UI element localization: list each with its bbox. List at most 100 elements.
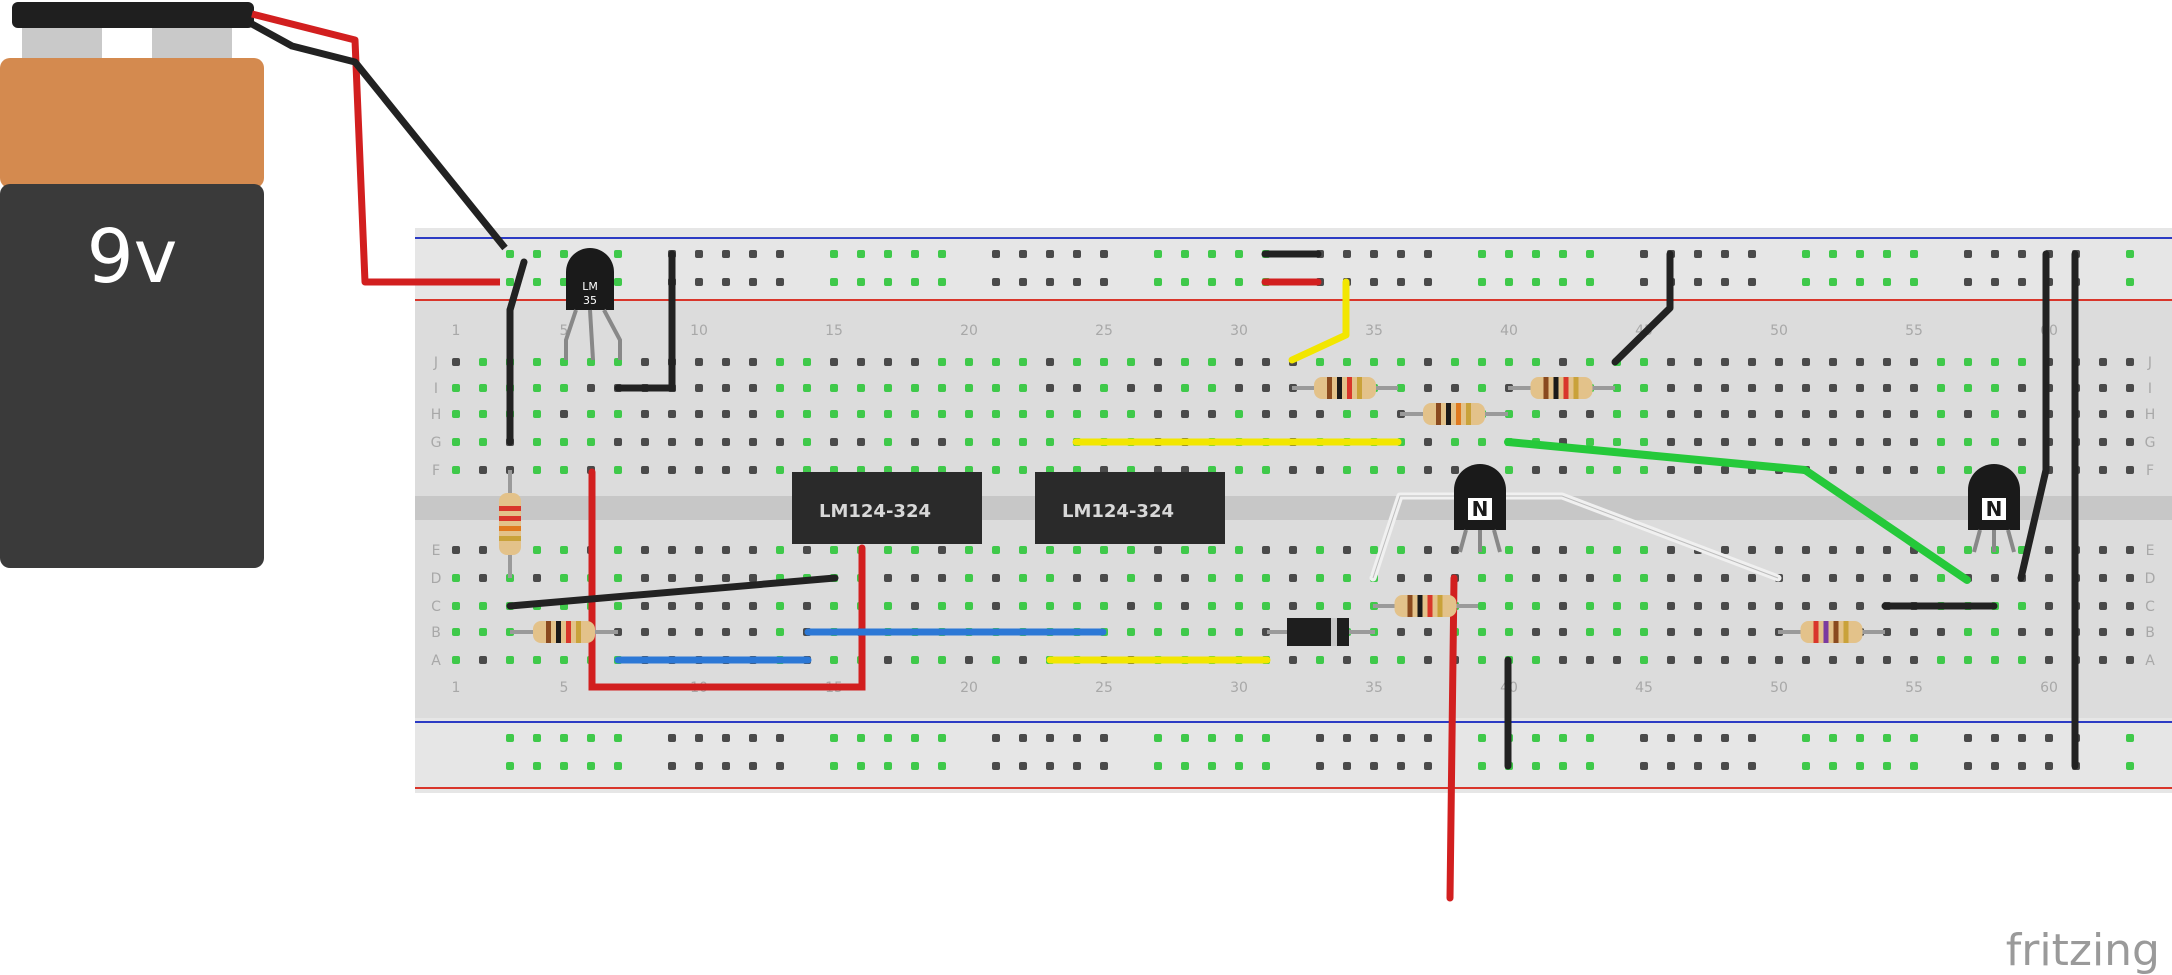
breadboard-hole xyxy=(479,358,487,366)
npn-transistor-icon: N xyxy=(1454,464,1506,552)
breadboard-hole xyxy=(1640,574,1648,582)
column-number: 50 xyxy=(1770,323,1788,339)
rail-hole xyxy=(884,734,892,742)
rail-hole xyxy=(1235,278,1243,286)
breadboard-hole xyxy=(533,574,541,582)
breadboard-hole xyxy=(857,438,865,446)
breadboard-hole xyxy=(1775,546,1783,554)
rail-hole xyxy=(695,278,703,286)
breadboard-hole xyxy=(1667,628,1675,636)
breadboard-hole xyxy=(1262,466,1270,474)
rail-hole xyxy=(2045,734,2053,742)
resistor-band xyxy=(566,621,571,643)
breadboard-hole xyxy=(668,546,676,554)
breadboard-hole xyxy=(1802,438,1810,446)
breadboard-hole xyxy=(1694,384,1702,392)
breadboard-hole xyxy=(1937,546,1945,554)
breadboard-hole xyxy=(1532,410,1540,418)
rail-hole xyxy=(668,734,676,742)
rail-hole xyxy=(1991,278,1999,286)
breadboard-hole xyxy=(1505,628,1513,636)
breadboard-hole xyxy=(479,438,487,446)
chip-2-label: LM124-324 xyxy=(1062,501,1174,522)
breadboard-hole xyxy=(641,438,649,446)
rail-hole xyxy=(1100,250,1108,258)
breadboard-hole xyxy=(1586,628,1594,636)
breadboard-hole xyxy=(965,656,973,664)
breadboard-hole xyxy=(560,384,568,392)
breadboard-hole xyxy=(1208,574,1216,582)
rail-hole xyxy=(506,250,514,258)
breadboard-hole xyxy=(1829,466,1837,474)
breadboard-hole xyxy=(1235,546,1243,554)
breadboard-hole xyxy=(992,574,1000,582)
rail-hole xyxy=(1532,762,1540,770)
rail-hole xyxy=(1019,250,1027,258)
breadboard-hole xyxy=(1478,438,1486,446)
breadboard-hole xyxy=(1721,628,1729,636)
breadboard-hole xyxy=(1883,410,1891,418)
resistor-body xyxy=(533,621,595,643)
breadboard-hole xyxy=(1343,546,1351,554)
rail-hole xyxy=(830,734,838,742)
breadboard-hole xyxy=(641,602,649,610)
rail-hole xyxy=(1640,278,1648,286)
breadboard-hole xyxy=(2126,410,2134,418)
breadboard-hole xyxy=(1127,574,1135,582)
rail-hole xyxy=(1586,762,1594,770)
rail-hole xyxy=(884,762,892,770)
rail-hole xyxy=(1478,278,1486,286)
resistor-band xyxy=(1337,377,1342,399)
breadboard-hole xyxy=(668,574,676,582)
breadboard-hole xyxy=(1019,546,1027,554)
rail-hole xyxy=(1181,734,1189,742)
breadboard-hole xyxy=(614,602,622,610)
rail-hole xyxy=(614,278,622,286)
resistor-band xyxy=(1544,377,1549,399)
breadboard-hole xyxy=(1694,410,1702,418)
breadboard-hole xyxy=(587,384,595,392)
rail-hole xyxy=(749,278,757,286)
breadboard-hole xyxy=(722,466,730,474)
breadboard-hole xyxy=(1829,574,1837,582)
breadboard-hole xyxy=(1262,358,1270,366)
breadboard-hole xyxy=(1721,546,1729,554)
rail-hole xyxy=(533,734,541,742)
breadboard-hole xyxy=(695,466,703,474)
rail-hole xyxy=(857,762,865,770)
breadboard-hole xyxy=(1532,656,1540,664)
breadboard-hole xyxy=(1613,546,1621,554)
breadboard-hole xyxy=(1910,628,1918,636)
resistor-band xyxy=(499,516,521,521)
breadboard-hole xyxy=(1775,358,1783,366)
breadboard-hole xyxy=(1559,358,1567,366)
breadboard-hole xyxy=(1640,384,1648,392)
chip-1-label: LM124-324 xyxy=(819,501,931,522)
breadboard-hole xyxy=(1883,546,1891,554)
breadboard-hole xyxy=(1991,358,1999,366)
rail-hole xyxy=(560,250,568,258)
transistor-2-label: N xyxy=(1986,497,2003,521)
breadboard-hole xyxy=(1694,656,1702,664)
resistor-band xyxy=(1574,377,1579,399)
breadboard-hole xyxy=(776,438,784,446)
breadboard-hole xyxy=(641,628,649,636)
resistor-band xyxy=(499,526,521,531)
row-label: H xyxy=(2145,407,2156,423)
breadboard-hole xyxy=(1883,574,1891,582)
rail-hole xyxy=(1964,278,1972,286)
breadboard-hole xyxy=(452,546,460,554)
breadboard-hole xyxy=(2126,656,2134,664)
breadboard-hole xyxy=(1289,602,1297,610)
column-number: 55 xyxy=(1905,680,1923,696)
column-number: 55 xyxy=(1905,323,1923,339)
breadboard-hole xyxy=(938,410,946,418)
rail-hole xyxy=(1586,734,1594,742)
breadboard-hole xyxy=(2126,574,2134,582)
breadboard-hole xyxy=(1829,358,1837,366)
rail-hole xyxy=(1856,278,1864,286)
breadboard-hole xyxy=(2018,410,2026,418)
rail-hole xyxy=(614,762,622,770)
breadboard-hole xyxy=(1802,546,1810,554)
rail-hole xyxy=(533,250,541,258)
